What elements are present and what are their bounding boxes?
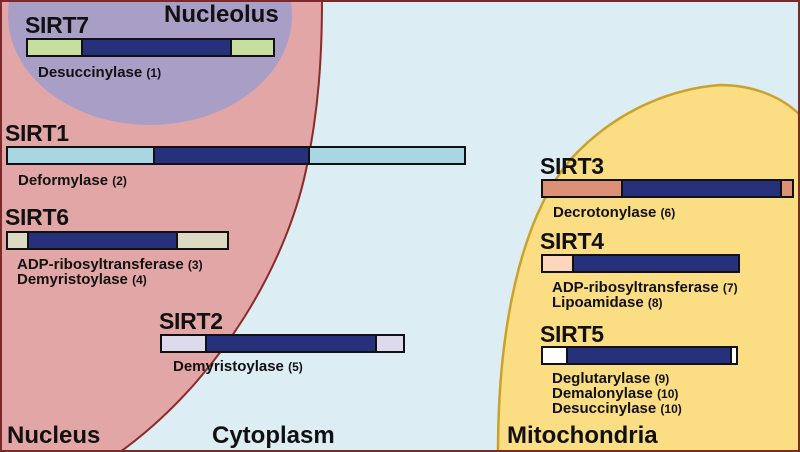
- sirt5-name: SIRT5: [540, 321, 604, 347]
- sirt4-domain-bar: [541, 254, 740, 273]
- terminal-extension-segment: [374, 336, 403, 351]
- catalytic-core-domain-segment: [152, 148, 309, 163]
- reference: (1): [146, 66, 162, 80]
- catalytic-core-domain-segment: [571, 256, 738, 271]
- sirt4-name: SIRT4: [540, 228, 604, 254]
- terminal-extension-segment: [543, 181, 622, 196]
- activity-label: ADP-ribosyltransferase: [552, 279, 719, 296]
- terminal-extension-segment: [780, 181, 792, 196]
- terminal-extension-segment: [8, 233, 28, 248]
- activity-label: Desuccinylase: [38, 64, 143, 81]
- reference: (6): [660, 206, 676, 220]
- reference: (10): [660, 402, 682, 416]
- activity-label: Demyristoylase: [17, 271, 128, 288]
- sirt2-name: SIRT2: [159, 308, 223, 334]
- sirt7-domain-bar: [26, 38, 275, 57]
- terminal-extension-segment: [230, 40, 273, 55]
- sirt1-name: SIRT1: [5, 120, 69, 146]
- reference: (2): [112, 174, 127, 188]
- sirt7-name: SIRT7: [25, 12, 89, 38]
- terminal-extension-segment: [28, 40, 82, 55]
- sirt3-domain-bar: [541, 179, 794, 198]
- reference: (10): [657, 387, 679, 401]
- activity-label: Decrotonylase: [553, 204, 657, 221]
- sirt5-activity-3: Desuccinylase (10): [552, 401, 682, 417]
- terminal-extension-segment: [543, 256, 572, 271]
- catalytic-core-domain-segment: [565, 348, 731, 363]
- terminal-extension-segment: [175, 233, 227, 248]
- reference: (5): [288, 360, 303, 374]
- sirt1-activity: Deformylase (2): [18, 173, 127, 189]
- activity-label: Deglutarylase: [552, 370, 651, 387]
- activity-label: Demalonylase: [552, 385, 653, 402]
- sirt4-activity-2: Lipoamidase (8): [552, 295, 663, 311]
- sirt3-activity: Decrotonylase (6): [553, 205, 675, 221]
- reference: (8): [647, 296, 663, 310]
- terminal-extension-segment: [8, 148, 153, 163]
- sirt2-domain-bar: [160, 334, 405, 353]
- sirt3-name: SIRT3: [540, 153, 604, 179]
- activity-label: ADP-ribosyltransferase: [17, 256, 184, 273]
- nucleolus-region: [8, 0, 292, 125]
- sirt2-activity: Demyristoylase (5): [173, 359, 303, 375]
- reference: (3): [187, 258, 203, 272]
- activity-label: Lipoamidase: [552, 294, 644, 311]
- nucleolus-label: Nucleolus: [164, 1, 279, 28]
- terminal-extension-segment: [162, 336, 205, 351]
- sirt6-activity-2: Demyristoylase (4): [17, 272, 147, 288]
- sirt1-domain-bar: [6, 146, 466, 165]
- sirt5-activity-2: Demalonylase (10): [552, 386, 678, 402]
- terminal-extension-segment: [308, 148, 465, 163]
- sirt6-name: SIRT6: [5, 204, 69, 230]
- reference: (4): [132, 273, 147, 287]
- catalytic-core-domain-segment: [81, 40, 231, 55]
- reference: (7): [722, 281, 738, 295]
- catalytic-core-domain-segment: [27, 233, 176, 248]
- sirt6-domain-bar: [6, 231, 229, 250]
- catalytic-core-domain-segment: [204, 336, 375, 351]
- catalytic-core-domain-segment: [621, 181, 781, 196]
- cytoplasm-label: Cytoplasm: [212, 422, 335, 449]
- terminal-extension-segment: [543, 348, 566, 363]
- terminal-extension-segment: [730, 348, 737, 363]
- activity-label: Demyristoylase: [173, 358, 284, 375]
- sirt5-activity-1: Deglutarylase (9): [552, 371, 669, 387]
- activity-label: Deformylase: [18, 172, 109, 189]
- nucleus-label: Nucleus: [7, 422, 101, 449]
- reference: (9): [654, 372, 670, 386]
- sirt5-domain-bar: [541, 346, 738, 365]
- sirt6-activity-1: ADP-ribosyltransferase (3): [17, 257, 203, 273]
- mitochondria-label: Mitochondria: [507, 422, 658, 449]
- activity-label: Desuccinylase: [552, 400, 657, 417]
- sirt7-activity: Desuccinylase (1): [38, 65, 161, 81]
- sirt4-activity-1: ADP-ribosyltransferase (7): [552, 280, 738, 296]
- nucleus-region: [0, 0, 324, 452]
